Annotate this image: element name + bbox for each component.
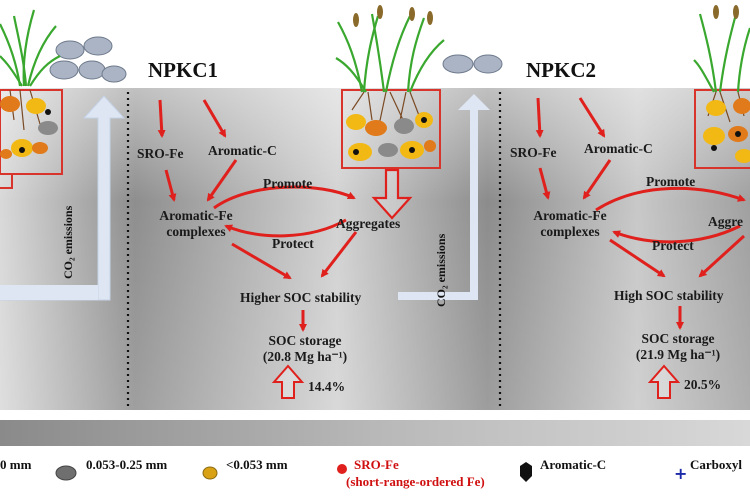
npkc1-aromatic-c: Aromatic-C (208, 143, 277, 158)
npkc1-promote: Promote (263, 176, 313, 191)
cloud-left (49, 36, 127, 83)
npkc1-aromatic-fe-line2: complexes (166, 224, 226, 239)
particles-npkc1 (346, 91, 436, 161)
soil-box-npkc2 (694, 89, 750, 169)
npkc2-sro-fe: SRO-Fe (510, 145, 557, 160)
particles-npkc2 (703, 91, 750, 163)
soil-box-left (0, 89, 63, 189)
up-arrow-npkc2 (647, 364, 681, 399)
legend-carboxyl-icon: + (674, 464, 687, 483)
legend-item-sro-fe: SRO-Fe (354, 457, 399, 472)
npkc2-protect: Protect (652, 238, 694, 253)
npkc2-increase: 20.5% (684, 377, 722, 392)
npkc2-aggregates: Aggre (708, 214, 743, 229)
legend-item-aromatic-c: Aromatic-C (540, 457, 607, 472)
legend-item-carboxyl: Carboxyl (690, 457, 742, 472)
npkc2-aromatic-fe-line1: Aromatic-Fe (533, 208, 607, 223)
co2-label-npkc1: CO₂ emissions (434, 233, 448, 307)
npkc1-stability: Higher SOC stability (240, 290, 362, 305)
co2-label-left: CO₂ emissions (61, 205, 75, 279)
plant-left (0, 9, 61, 87)
legend-sro-fe-icon (337, 464, 347, 474)
particles-left (0, 89, 58, 159)
legend-symbols: + (55, 462, 687, 483)
legend-item-size-small: <0.053 mm (226, 457, 288, 472)
npkc1-protect: Protect (272, 236, 314, 251)
legend-item-size-mid: 0.053-0.25 mm (86, 457, 168, 472)
co2-arrow-left (0, 95, 126, 301)
npkc1-aggregates: Aggregates (336, 216, 401, 231)
npkc2-promote: Promote (646, 174, 696, 189)
npkc1-sro-fe: SRO-Fe (137, 146, 184, 161)
legend-item-sro-fe-desc: (short-range-ordered Fe) (346, 474, 485, 489)
bottom-strip (0, 420, 750, 446)
npkc1-storage-line1: SOC storage (268, 333, 342, 348)
npkc2-title: NPKC2 (526, 58, 596, 82)
npkc1-storage-line2: (20.8 Mg ha⁻¹) (262, 349, 348, 364)
npkc2-aromatic-c: Aromatic-C (584, 141, 653, 156)
npkc2-storage-line2: (21.9 Mg ha⁻¹) (635, 347, 721, 362)
npkc2-storage-line1: SOC storage (641, 331, 715, 346)
seed-heads (353, 5, 739, 27)
npkc1-increase: 14.4% (308, 379, 346, 394)
npkc1-aromatic-fe-line1: Aromatic-Fe (159, 208, 233, 223)
arrows-npkc1 (157, 99, 358, 332)
co2-arrow-npkc1 (398, 94, 490, 300)
legend-item-size-large: 0 mm (0, 457, 32, 472)
legend-aromatic-c-icon (520, 462, 532, 482)
cloud-npkc1 (442, 54, 503, 74)
arrows-npkc2 (535, 97, 746, 330)
legend-yellow-particle-icon (202, 466, 218, 480)
soil-box-npkc1 (341, 89, 441, 169)
plant-npkc1 (335, 13, 445, 93)
npkc2-aromatic-fe-line2: complexes (540, 224, 600, 239)
npkc1-title: NPKC1 (148, 58, 218, 82)
plant-npkc2 (693, 13, 750, 93)
npkc2-stability: High SOC stability (614, 288, 724, 303)
hollow-arrow-npkc1 (371, 168, 413, 220)
legend-gray-particle-icon (55, 465, 77, 481)
up-arrow-npkc1 (271, 364, 305, 399)
